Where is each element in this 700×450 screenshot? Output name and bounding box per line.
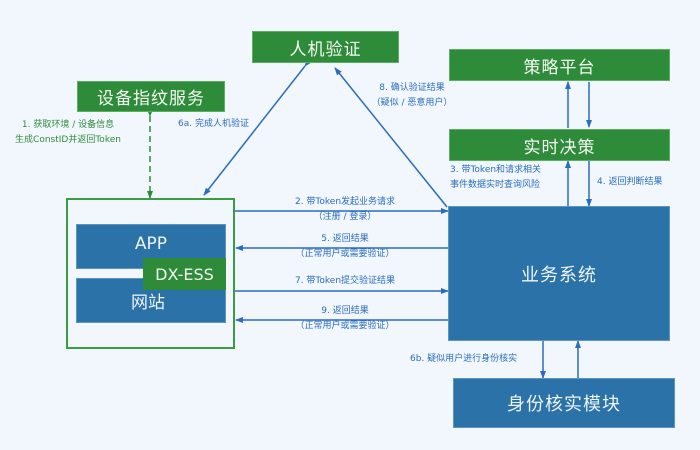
node-strategy-label: 策略平台 bbox=[523, 57, 596, 78]
node-sdk-label: DX-ESS bbox=[155, 264, 214, 284]
node-realtime[interactable]: 实时决策 bbox=[449, 129, 670, 161]
node-device-fingerprint-label: 设备指纹服务 bbox=[97, 89, 205, 109]
label-step8-line2: （疑似 / 恶意用户） bbox=[371, 98, 453, 108]
label-step3-line2: 事件数据实时查询风险 bbox=[450, 180, 541, 190]
node-realtime-label: 实时决策 bbox=[523, 137, 596, 158]
label-step7-text: 7. 带Token提交验证结果 bbox=[294, 276, 396, 286]
label-step6b-text: 6b. 疑似用户进行身份核实 bbox=[410, 354, 518, 364]
label-step1: 1. 获取环境 / 设备信息 生成ConstID并返回Token bbox=[8, 118, 128, 148]
label-step9-line2: （正常用户或需要验证） bbox=[295, 321, 395, 331]
edge-step8 bbox=[334, 67, 448, 208]
node-identity-verification[interactable]: 身份核实模块 bbox=[453, 378, 675, 428]
edge-step6a bbox=[203, 58, 312, 196]
node-device-fingerprint[interactable]: 设备指纹服务 bbox=[77, 81, 225, 112]
node-identity-verification-label: 身份核实模块 bbox=[507, 394, 621, 415]
label-step2-line1: 2. 带Token发起业务请求 bbox=[294, 197, 396, 207]
node-app-label: APP bbox=[134, 234, 168, 254]
node-website-label: 网站 bbox=[131, 293, 165, 313]
label-step8-line1: 8. 确认验证结果 bbox=[379, 83, 445, 93]
label-step3-line1: 3. 带Token和请求相关 bbox=[450, 165, 542, 175]
label-step4-text: 4. 返回判断结果 bbox=[597, 177, 663, 187]
node-business-system[interactable]: 业务系统 bbox=[448, 206, 670, 341]
label-step1-line2: 生成ConstID并返回Token bbox=[15, 135, 121, 145]
label-step1-line1: 1. 获取环境 / 设备信息 bbox=[21, 120, 115, 130]
node-strategy[interactable]: 策略平台 bbox=[449, 49, 670, 81]
label-step6a: 6a. 完成人机验证 bbox=[178, 117, 249, 132]
label-step3: 3. 带Token和请求相关 事件数据实时查询风险 bbox=[450, 163, 541, 193]
node-business-system-label: 业务系统 bbox=[521, 264, 597, 286]
label-step9-line1: 9. 返回结果 bbox=[321, 306, 369, 316]
label-step6b: 6b. 疑似用户进行身份核实 bbox=[410, 352, 517, 367]
node-sdk[interactable]: DX-ESS bbox=[143, 258, 226, 290]
label-step5-line2: （正常用户或需要验证） bbox=[295, 249, 395, 259]
client-container bbox=[66, 198, 235, 349]
label-step4: 4. 返回判断结果 bbox=[597, 175, 662, 190]
label-step2-line2: （注册 / 登录） bbox=[313, 212, 377, 222]
label-step7: 7. 带Token提交验证结果 bbox=[260, 274, 430, 289]
label-step8: 8. 确认验证结果 （疑似 / 恶意用户） bbox=[366, 81, 458, 111]
label-step5-line1: 5. 返回结果 bbox=[321, 234, 369, 244]
node-captcha[interactable]: 人机验证 bbox=[252, 31, 399, 63]
label-step9: 9. 返回结果 （正常用户或需要验证） bbox=[260, 304, 430, 334]
label-step2: 2. 带Token发起业务请求 （注册 / 登录） bbox=[260, 195, 430, 225]
node-captcha-label: 人机验证 bbox=[289, 39, 362, 60]
label-step6a-text: 6a. 完成人机验证 bbox=[178, 119, 249, 129]
label-step5: 5. 返回结果 （正常用户或需要验证） bbox=[260, 232, 430, 262]
